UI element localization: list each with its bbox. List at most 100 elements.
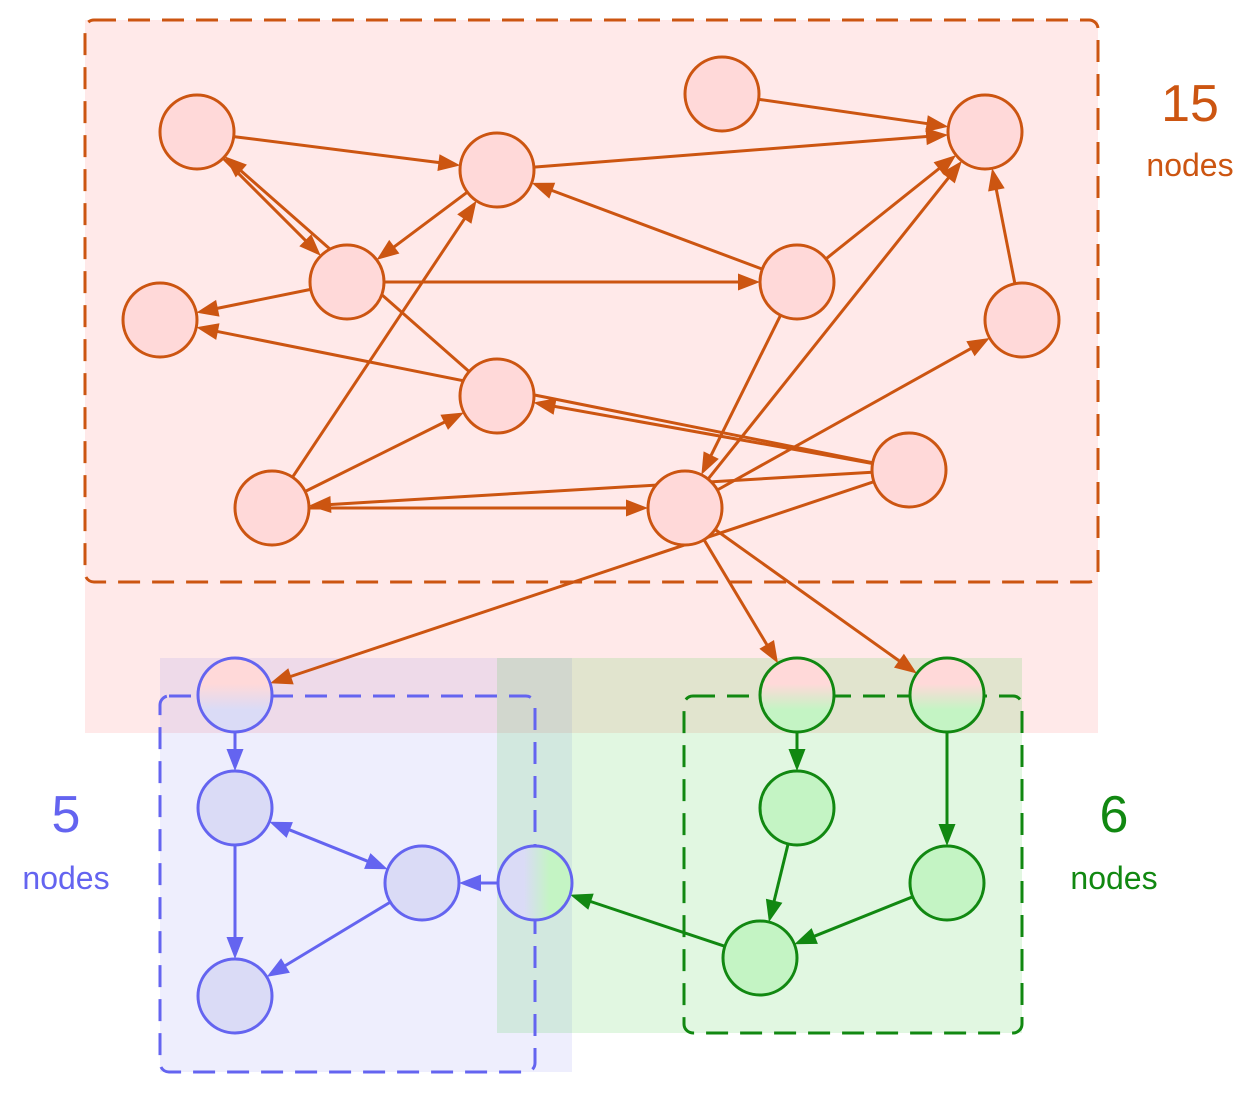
- edge-o7-o2: [531, 182, 763, 271]
- edge-o11-b1: [270, 480, 875, 685]
- edge-arrowhead: [738, 273, 760, 291]
- edge-o12-g2: [714, 528, 917, 674]
- edge-arrowhead: [196, 323, 220, 340]
- edge-b3-b4: [266, 900, 392, 977]
- edge-line: [328, 470, 873, 507]
- edge-line: [812, 895, 914, 939]
- edge-arrowhead: [626, 499, 648, 517]
- node-g5: [721, 919, 799, 997]
- edge-line: [716, 346, 973, 492]
- node-o9: [233, 469, 311, 547]
- edge-arrowhead: [266, 958, 290, 977]
- node-o2: [458, 131, 536, 209]
- edge-arrowhead: [269, 821, 293, 838]
- edge-arrowhead: [933, 155, 957, 176]
- edge-o9-o2: [291, 200, 477, 479]
- green-node-unit: nodes: [1070, 860, 1157, 896]
- edge-o12-o4: [706, 160, 962, 481]
- edge-arrowhead: [988, 168, 1005, 192]
- node-b5: [496, 844, 574, 922]
- nodes-layer: [121, 55, 1061, 1035]
- edge-arrowhead: [196, 299, 220, 317]
- edge-arrowhead: [531, 182, 556, 199]
- node-o6: [121, 281, 199, 359]
- edge-o7-o4: [824, 155, 957, 261]
- node-circle: [121, 281, 199, 359]
- edge-line: [714, 528, 902, 664]
- edge-g5-b5: [570, 893, 726, 948]
- orange-node-unit: nodes: [1146, 147, 1233, 183]
- edge-line: [215, 287, 311, 311]
- node-circle: [646, 469, 724, 547]
- edge-line: [772, 843, 790, 904]
- node-o3: [683, 55, 761, 133]
- node-b2: [196, 769, 274, 847]
- node-g4: [908, 844, 986, 922]
- edge-arrowhead: [925, 128, 949, 146]
- edge-g2-g4: [938, 732, 956, 846]
- edge-o5-o7: [384, 273, 760, 291]
- edge-line: [287, 827, 370, 864]
- node-o5: [308, 243, 386, 321]
- edge-line: [291, 216, 467, 479]
- edge-o2-o5: [376, 190, 469, 260]
- edge-line: [215, 329, 873, 465]
- node-circle: [758, 769, 836, 847]
- edge-line: [549, 188, 763, 271]
- node-o4: [946, 93, 1024, 171]
- node-circle: [308, 243, 386, 321]
- edge-o12-g1: [702, 538, 778, 664]
- edge-o11-o6: [196, 323, 873, 465]
- orange-group-box: [83, 18, 1100, 584]
- blue-node-unit: nodes: [22, 860, 109, 896]
- node-o10: [983, 281, 1061, 359]
- node-circle: [721, 919, 799, 997]
- green-node-count: 6: [1100, 786, 1129, 844]
- edge-line: [706, 175, 951, 481]
- node-o7: [758, 243, 836, 321]
- node-circle: [383, 844, 461, 922]
- edge-arrowhead: [299, 234, 321, 256]
- green-group-box: [682, 694, 1024, 1035]
- node-b3: [383, 844, 461, 922]
- node-circle: [233, 469, 311, 547]
- edge-o11-o9: [308, 470, 873, 513]
- edge-arrowhead: [794, 928, 818, 945]
- edge-b2-b4: [226, 845, 244, 959]
- node-b1: [196, 656, 274, 734]
- node-circle: [758, 243, 836, 321]
- edge-o9-o8: [304, 412, 464, 493]
- edge-arrowhead: [966, 338, 990, 357]
- edge-arrowhead: [457, 200, 477, 224]
- edge-arrowhead: [938, 824, 956, 846]
- node-o11: [870, 431, 948, 509]
- node-circle: [158, 93, 236, 171]
- edge-g3-g5: [765, 843, 790, 923]
- edge-line: [588, 899, 726, 948]
- edge-o10-o4: [988, 168, 1017, 284]
- node-circle: [870, 431, 948, 509]
- edge-line: [824, 166, 942, 261]
- node-circle: [946, 93, 1024, 171]
- edge-o5-o6: [196, 287, 311, 317]
- edge-arrowhead: [894, 653, 917, 674]
- node-o12: [646, 469, 724, 547]
- green-group-label: 6 nodes: [1070, 786, 1157, 896]
- node-g2: [908, 656, 986, 734]
- edge-arrowhead: [765, 898, 783, 923]
- edge-line: [304, 420, 447, 493]
- edge-arrowhead: [226, 749, 244, 771]
- node-o1: [158, 93, 236, 171]
- edge-g4-g5: [794, 895, 914, 945]
- edge-arrowhead: [459, 874, 481, 892]
- orange-node-count: 15: [1161, 75, 1219, 133]
- node-g3: [758, 769, 836, 847]
- edge-arrowhead: [533, 398, 557, 415]
- edge-o12-o10: [716, 338, 990, 492]
- edge-line: [994, 187, 1017, 284]
- edge-b5-b3: [459, 874, 498, 892]
- edge-arrowhead: [701, 451, 719, 475]
- edge-o3-o4: [758, 97, 949, 132]
- edge-b2-b3: [269, 821, 388, 870]
